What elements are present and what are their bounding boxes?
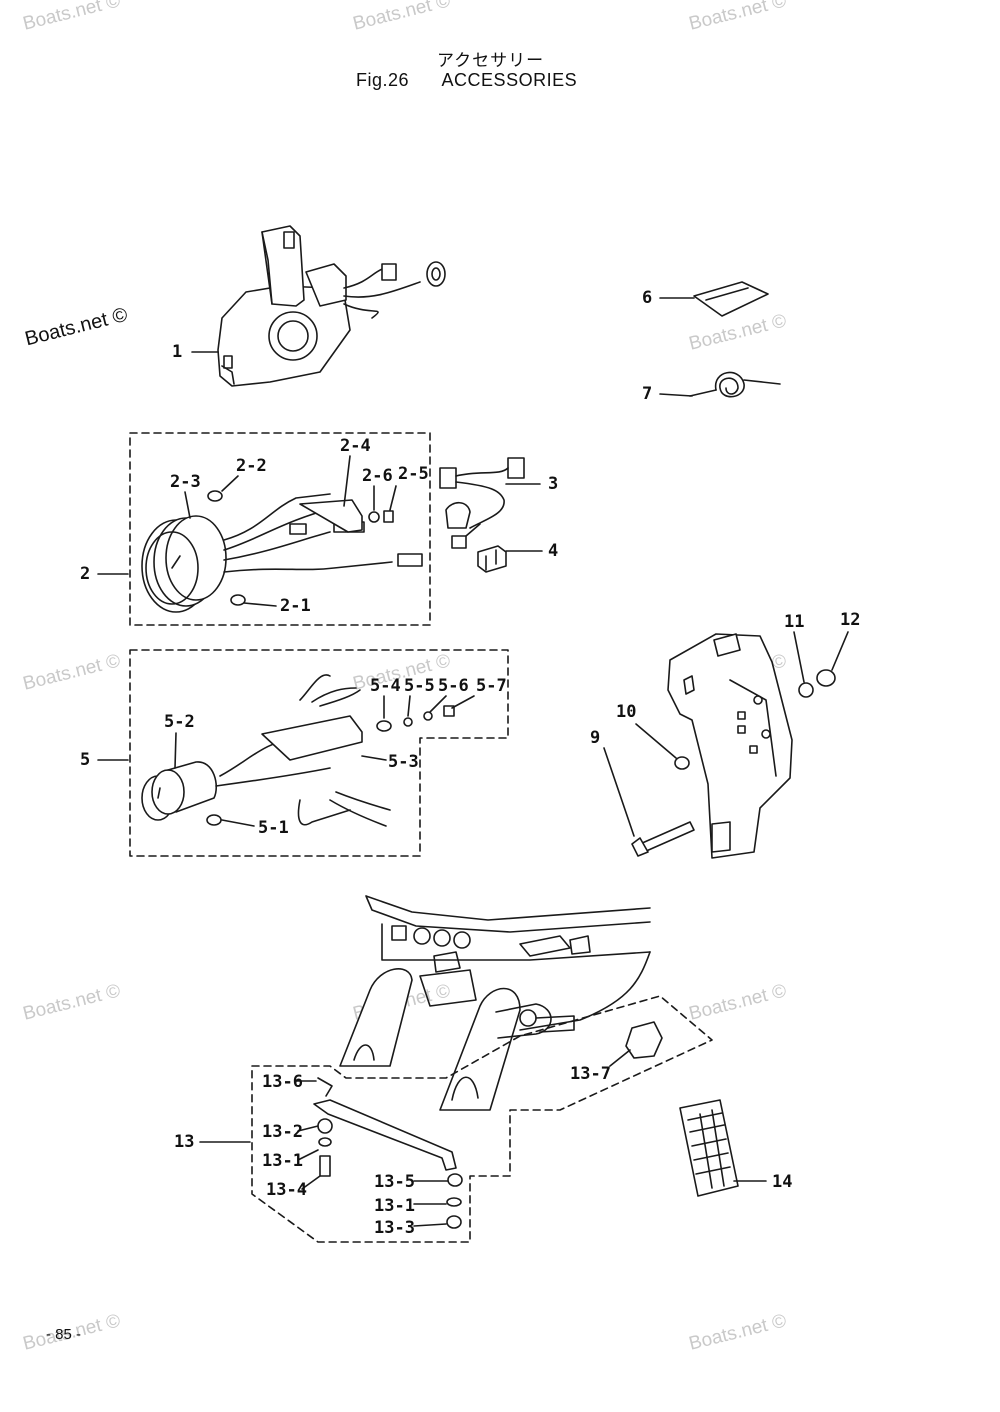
label-plate-illustration (679, 1099, 739, 1197)
callout-5: 5 (80, 750, 91, 770)
callout-5-2: 5-2 (164, 712, 195, 732)
callout-7: 7 (642, 384, 653, 404)
leader-5-1 (221, 819, 255, 827)
leader-2-4 (343, 455, 351, 507)
callout-13-1: 13-1 (262, 1151, 303, 1171)
leader-5-5 (407, 695, 411, 717)
pad-illustration (693, 281, 769, 317)
callout-13-1-lower: 13-1 (374, 1196, 415, 1216)
callout-2: 2 (80, 564, 91, 584)
title-japanese: アクセサリー (437, 51, 545, 70)
page-number: - 85 - (46, 1326, 82, 1343)
callout-2-4: 2-4 (340, 436, 371, 456)
callout-2-3: 2-3 (170, 472, 201, 492)
leader-13-7 (609, 1049, 631, 1067)
callout-5-5: 5-5 (404, 676, 435, 696)
callout-11: 11 (784, 612, 805, 632)
callout-4: 4 (548, 541, 559, 561)
leader-13-3 (413, 1223, 447, 1227)
leader-2-2 (221, 475, 239, 492)
trim-meter-illustration (141, 674, 455, 827)
callout-6: 6 (642, 288, 653, 308)
leader-13-4 (301, 1175, 321, 1190)
figure-title: Fig.26 ACCESSORIES (356, 70, 577, 91)
nut-illustration (816, 669, 836, 687)
callout-9: 9 (590, 728, 601, 748)
group-box-13 (251, 995, 713, 1243)
callout-10: 10 (616, 702, 637, 722)
callout-5-3: 5-3 (388, 752, 419, 772)
callout-13: 13 (174, 1132, 195, 1152)
leader-7 (659, 393, 693, 397)
leader-5-2 (174, 732, 177, 769)
engine-lower-unit-illustration (339, 895, 651, 1111)
callout-1: 1 (172, 342, 183, 362)
figure-caption: ACCESSORIES (441, 70, 578, 90)
leader-11 (793, 631, 805, 683)
callout-13-5: 13-5 (374, 1172, 415, 1192)
callout-5-4: 5-4 (370, 676, 401, 696)
callout-14: 14 (772, 1172, 793, 1192)
figure-number: Fig.26 (356, 70, 410, 90)
leader-13-1 (297, 1149, 319, 1161)
group-box-5 (129, 649, 509, 857)
leader-5-6 (429, 695, 447, 713)
callout-13-2: 13-2 (262, 1122, 303, 1142)
leader-10 (635, 723, 677, 759)
leader-13-2 (297, 1125, 319, 1132)
callout-13-7: 13-7 (570, 1064, 611, 1084)
callout-5-1: 5-1 (258, 818, 289, 838)
leader-2-3 (184, 491, 191, 519)
callout-3: 3 (548, 474, 559, 494)
clamp-bracket-illustration (667, 633, 793, 859)
steering-link-illustration (313, 1021, 663, 1229)
callout-13-3: 13-3 (374, 1218, 415, 1238)
callout-12: 12 (840, 610, 861, 630)
callout-13-4: 13-4 (266, 1180, 307, 1200)
spring-illustration (689, 371, 781, 398)
wiring-harness-illustration (439, 457, 525, 549)
group-box-2 (129, 432, 431, 626)
leader-5-7 (451, 695, 475, 709)
callout-5-7: 5-7 (476, 676, 507, 696)
leader-2-1 (243, 602, 277, 607)
callout-2-1: 2-1 (280, 596, 311, 616)
leader-2-5 (389, 485, 397, 511)
callout-2-6: 2-6 (362, 466, 393, 486)
tachometer-illustration (141, 490, 423, 613)
callout-13-6: 13-6 (262, 1072, 303, 1092)
washer-illustration (798, 682, 814, 698)
leader-9 (603, 747, 635, 837)
bolt-illustration (631, 821, 695, 857)
callout-2-5: 2-5 (398, 464, 429, 484)
callout-2-2: 2-2 (236, 456, 267, 476)
leader-12 (831, 631, 849, 671)
leader-5-3 (361, 755, 387, 761)
washer-illustration (674, 756, 690, 770)
callout-5-6: 5-6 (438, 676, 469, 696)
remote-control-box-illustration (217, 225, 446, 387)
clip-illustration (477, 545, 507, 573)
